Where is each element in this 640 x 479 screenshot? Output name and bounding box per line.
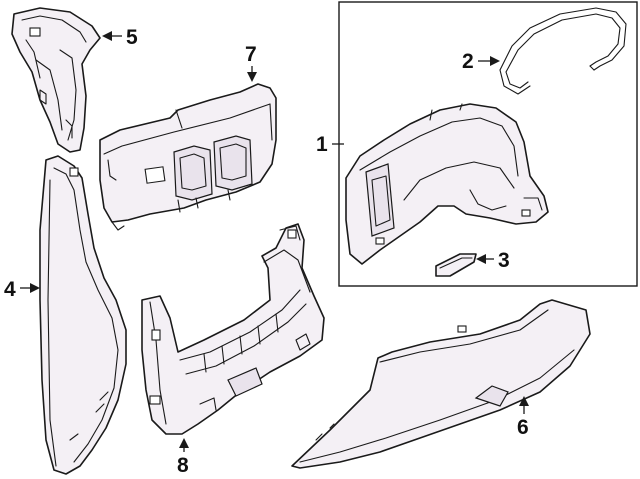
part-8-lower-bracket[interactable] [141,223,325,435]
part-6-closeout-panel[interactable] [291,299,591,469]
part-4-side-trim[interactable] [39,155,127,475]
callout-4: 4 [4,278,16,301]
callout-5: 5 [126,26,138,49]
callout-7: 7 [245,43,257,66]
leader-8 [179,438,189,452]
part-3-clip[interactable] [435,253,477,277]
callout-6: 6 [517,416,529,439]
leader-7 [247,66,257,82]
leader-6 [519,396,529,414]
callout-3: 3 [498,249,510,272]
part-7-switch-bezel[interactable] [99,83,277,231]
callout-1: 1 [316,133,328,156]
callout-8: 8 [177,454,189,477]
leader-2 [478,56,500,66]
part-2-lens-trim[interactable] [499,7,627,95]
part-1-cluster-bezel[interactable] [345,103,549,265]
callout-2: 2 [462,50,474,73]
leader-3 [476,254,494,264]
part-5-column-bracket[interactable] [11,7,101,153]
leader-4 [20,283,40,293]
leader-5 [102,31,122,41]
